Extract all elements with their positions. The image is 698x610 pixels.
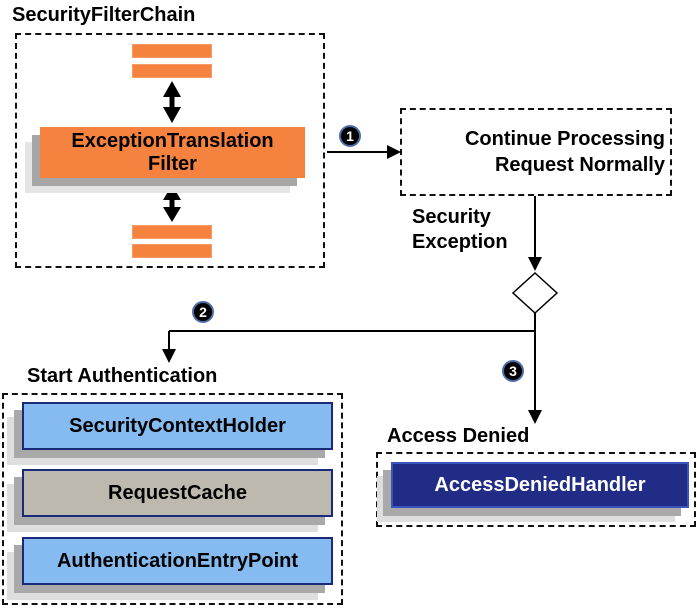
filter-bar: [132, 225, 212, 239]
start-authentication-box: [2, 393, 343, 605]
request-cache-box: RequestCache: [22, 469, 333, 517]
security-filter-chain-box: [15, 33, 325, 268]
access-denied-box: [376, 452, 696, 527]
arrow-continue-processing: [327, 145, 401, 159]
decision-diamond: [511, 271, 559, 315]
continue-processing-box: Continue Processing Request Normally: [400, 108, 672, 196]
branch-lines: [168, 313, 536, 410]
security-filter-chain-title: SecurityFilterChain: [12, 4, 196, 26]
bidirectional-arrow-icon: [163, 185, 181, 222]
exception-translation-filter-box: ExceptionTranslation Filter: [40, 127, 305, 178]
start-authentication-label: Start Authentication: [27, 365, 218, 387]
filter-bar: [132, 44, 212, 58]
step-3-badge: 3: [502, 360, 524, 382]
step-1-badge: 1: [339, 125, 361, 147]
access-denied-handler-box: AccessDeniedHandler: [391, 462, 689, 508]
authentication-entry-point-box: AuthenticationEntryPoint: [22, 537, 333, 585]
arrow-start-authentication: [162, 349, 176, 363]
filter-bar: [132, 244, 212, 258]
step-2-badge: 2: [192, 301, 214, 323]
access-denied-label: Access Denied: [387, 425, 530, 447]
arrow-security-exception: [528, 196, 542, 271]
bidirectional-arrow-icon: [163, 81, 181, 123]
arrow-access-denied: [528, 410, 542, 424]
filter-bar: [132, 64, 212, 78]
security-context-holder-box: SecurityContextHolder: [22, 402, 333, 450]
security-exception-label: Security Exception: [412, 206, 508, 253]
